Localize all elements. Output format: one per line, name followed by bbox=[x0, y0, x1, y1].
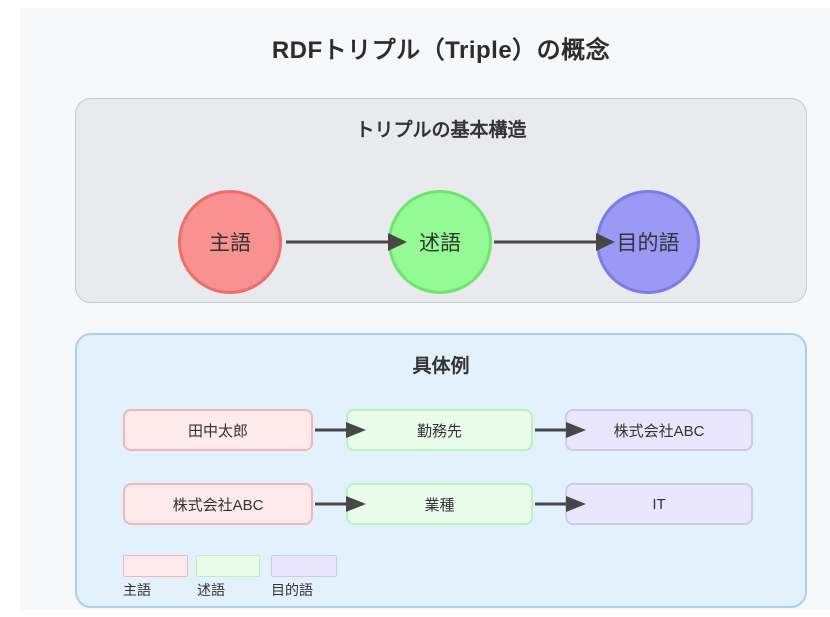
example-row2-predicate: 業種 bbox=[346, 483, 533, 525]
examples-heading: 具体例 bbox=[412, 356, 470, 377]
example-row1-predicate: 勤務先 bbox=[346, 409, 533, 451]
example-row2-subject-label: 株式会社ABC bbox=[172, 496, 264, 514]
legend-swatch-subject bbox=[123, 555, 188, 577]
node-object: 目的語 bbox=[596, 190, 700, 294]
basic-structure-heading: トリプルの基本構造 bbox=[355, 120, 527, 141]
example-row2-predicate-label: 業種 bbox=[424, 496, 455, 514]
node-subject-label: 主語 bbox=[209, 232, 251, 255]
legend-label-object: 目的語 bbox=[271, 582, 313, 598]
node-predicate: 述語 bbox=[388, 190, 492, 294]
example-row2-object-label: IT bbox=[652, 495, 666, 513]
legend-swatch-predicate bbox=[196, 555, 260, 577]
example-row1-object: 株式会社ABC bbox=[565, 409, 753, 451]
example-row1-predicate-label: 勤務先 bbox=[416, 422, 462, 440]
legend-swatch-object bbox=[271, 555, 337, 577]
example-row1-subject-label: 田中太郎 bbox=[187, 422, 248, 440]
node-subject: 主語 bbox=[178, 190, 282, 294]
node-object-label: 目的語 bbox=[616, 232, 680, 255]
example-row2-object: IT bbox=[565, 483, 753, 525]
example-row1-subject: 田中太郎 bbox=[123, 409, 313, 451]
legend-label-subject: 主語 bbox=[123, 582, 151, 598]
example-row1-object-label: 株式会社ABC bbox=[613, 422, 705, 440]
node-predicate-label: 述語 bbox=[419, 232, 461, 255]
example-row2-subject: 株式会社ABC bbox=[123, 483, 313, 525]
legend-label-predicate: 述語 bbox=[197, 582, 225, 598]
page-title: RDFトリプル（Triple）の概念 bbox=[271, 37, 611, 64]
